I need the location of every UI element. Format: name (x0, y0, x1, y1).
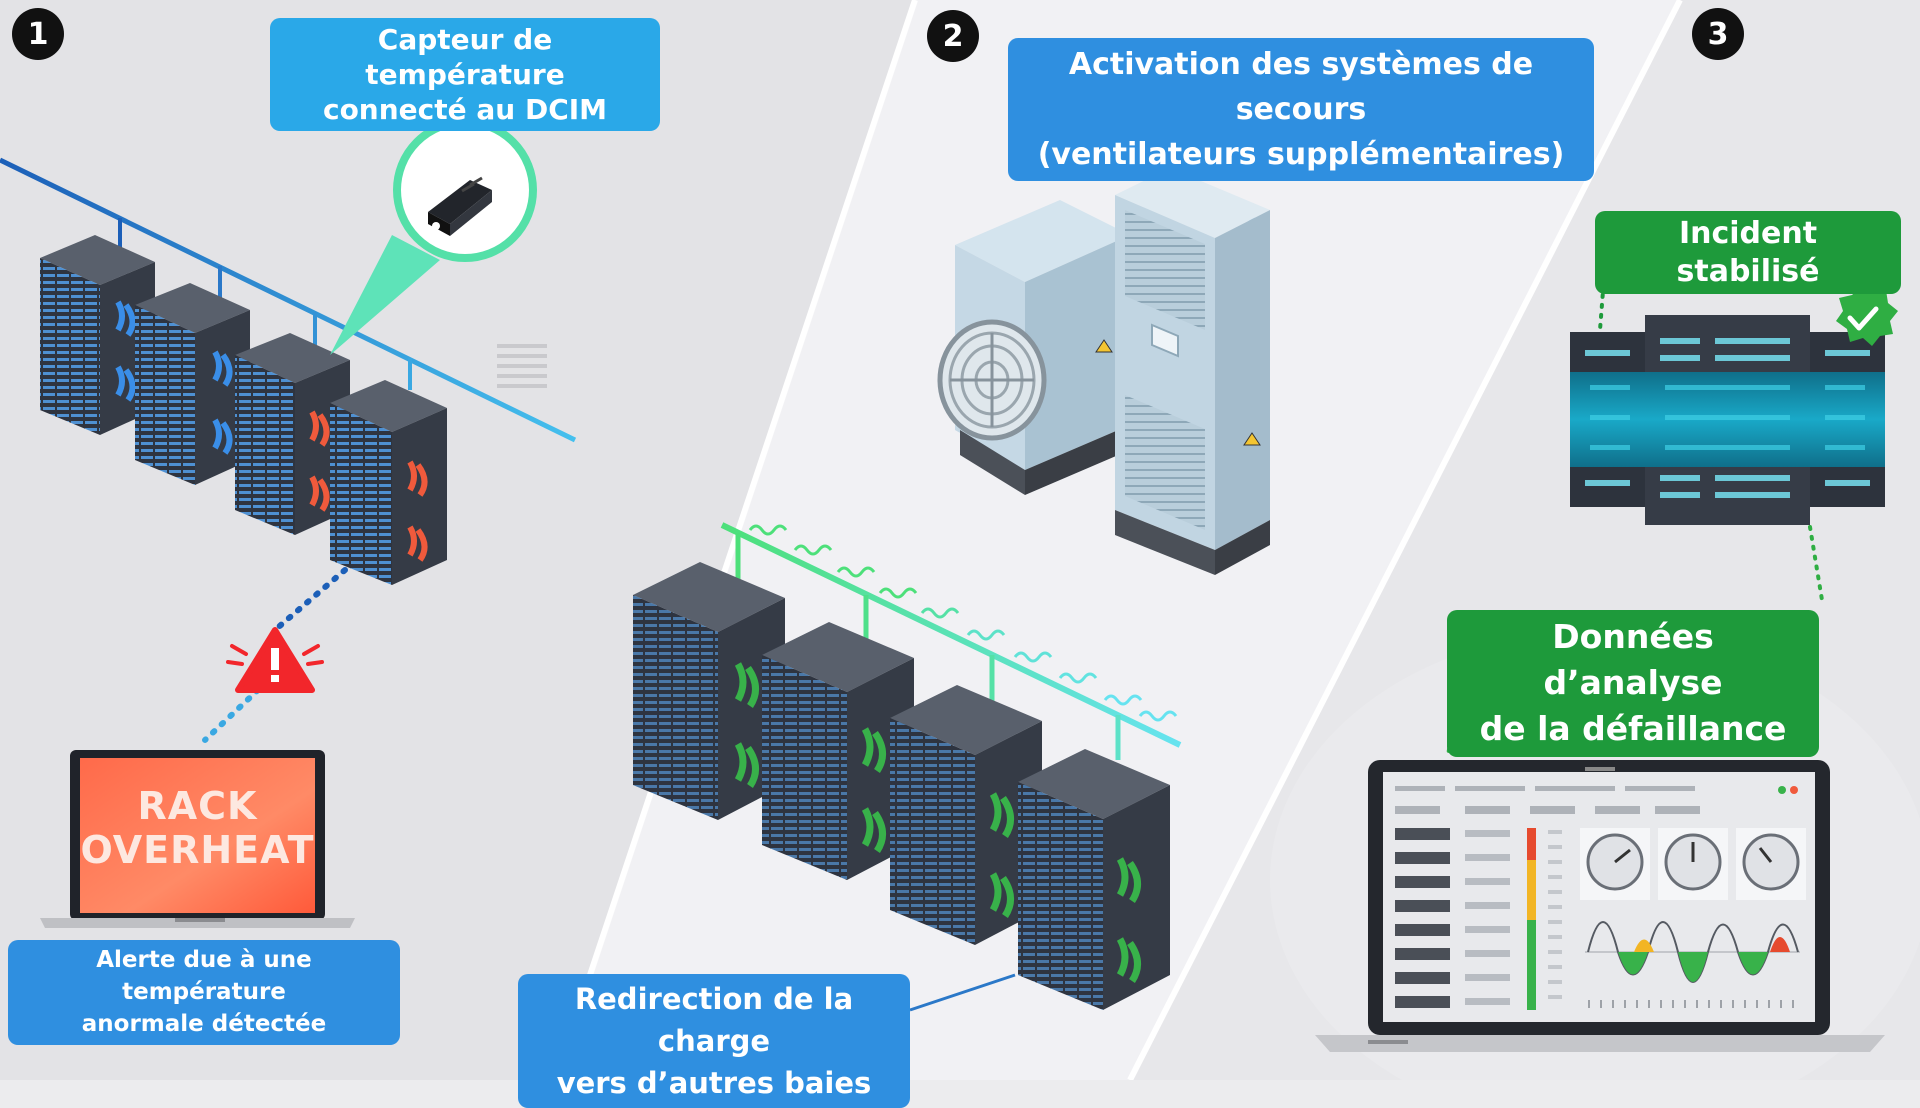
air-handler-cabinet (1115, 168, 1270, 575)
step-1-badge: 1 (12, 8, 64, 60)
laptop-screen-text: RACK OVERHEAT (80, 784, 315, 872)
sensor-device-icon (428, 176, 492, 236)
redirect-label: Redirection de la charge vers d’autres b… (518, 974, 910, 1108)
alert-connection (202, 567, 348, 743)
stabilized-rack-stack (1446, 263, 1898, 757)
redirect-label-line1: Redirection de la charge (574, 982, 854, 1059)
cooling-label-line2: (ventilateurs supplémentaires) (1037, 137, 1565, 172)
warning-triangle-icon (226, 627, 324, 693)
alert-label: Alerte due à une température anormale dé… (8, 940, 400, 1045)
rack-4-hot (330, 380, 447, 585)
cooling-label-line1: Activation des systèmes de secours (1068, 47, 1534, 127)
sensor-label-line1: Capteur de température (365, 23, 565, 91)
condenser-unit (937, 200, 1130, 495)
rack-d-ok (1018, 749, 1170, 1010)
alert-laptop (40, 750, 355, 928)
analysis-dashboard-laptop (1315, 760, 1885, 1052)
temperature-sensor-callout (330, 118, 537, 355)
redirect-label-line2: vers d’autres baies (556, 1066, 872, 1101)
sensor-label: Capteur de température connecté au DCIM (270, 18, 660, 131)
gauges (1580, 828, 1806, 900)
check-circle-icon (1836, 285, 1898, 346)
waveform-chart (1585, 921, 1800, 1008)
panel-1-rack-row (0, 157, 577, 585)
rack-c-ok (890, 685, 1042, 945)
analysis-label: Données d’analyse de la défaillance (1447, 610, 1819, 757)
sensor-label-line2: connecté au DCIM (322, 93, 608, 126)
panel-2-rack-row (633, 522, 1182, 1012)
backup-cooling-units (937, 168, 1270, 575)
cooling-label: Activation des systèmes de secours (vent… (1008, 38, 1594, 181)
rack-2-cool (135, 283, 250, 485)
alert-label-line2: anormale détectée (81, 1011, 327, 1038)
analysis-label-line1: Données d’analyse (1543, 617, 1723, 703)
analysis-label-line2: de la défaillance (1479, 709, 1787, 749)
stabilized-label: Incident stabilisé (1595, 211, 1901, 294)
diagram-canvas (0, 0, 1898, 1080)
alert-label-line1: Alerte due à une température (96, 947, 312, 1006)
screen-line-1: RACK (137, 784, 258, 828)
screen-line-2: OVERHEAT (80, 827, 315, 872)
step-2-badge: 2 (927, 10, 979, 62)
step-3-badge: 3 (1692, 8, 1744, 60)
